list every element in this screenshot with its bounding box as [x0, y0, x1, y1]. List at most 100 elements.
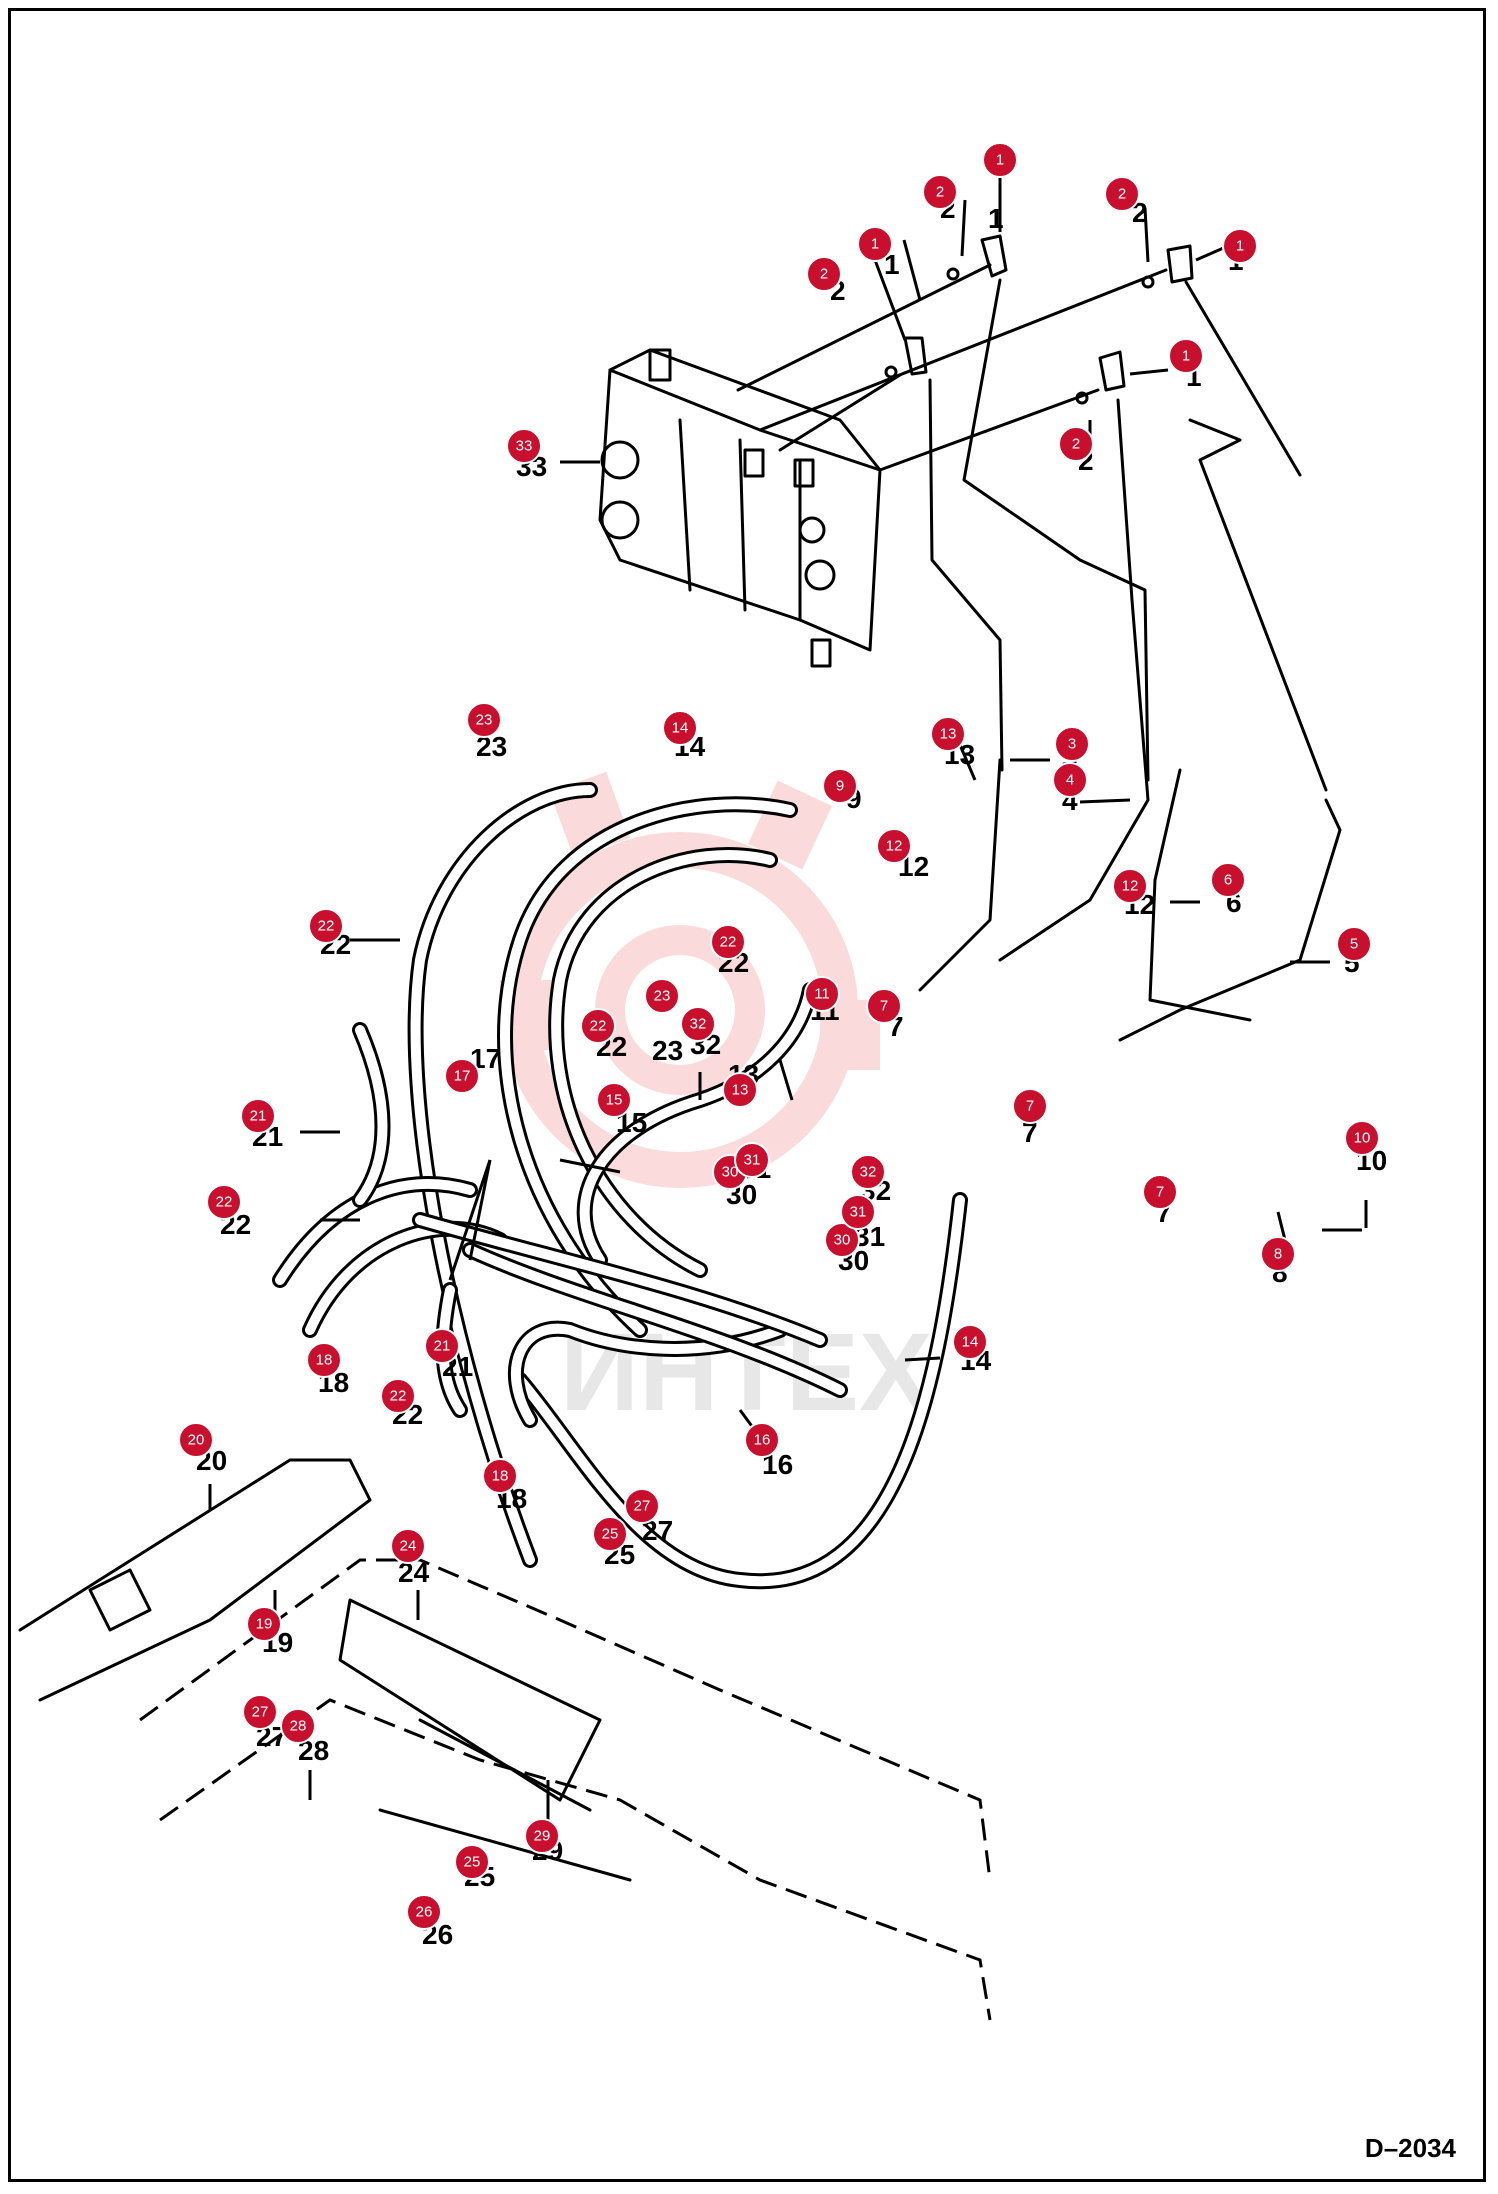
svg-text:2: 2 — [936, 184, 944, 201]
callout-26[interactable]: 26 — [406, 1894, 442, 1930]
callout-22[interactable]: 22 — [710, 924, 746, 960]
callout-31[interactable]: 31 — [734, 1142, 770, 1178]
diagram-frame — [8, 8, 1486, 2182]
svg-text:22: 22 — [216, 1194, 233, 1211]
callout-25[interactable]: 25 — [454, 1844, 490, 1880]
svg-text:16: 16 — [754, 1432, 771, 1449]
callout-14[interactable]: 14 — [952, 1324, 988, 1360]
assembly-lines — [736, 263, 1328, 792]
svg-text:28: 28 — [290, 1718, 307, 1735]
svg-text:3: 3 — [1068, 736, 1076, 753]
callout-9[interactable]: 9 — [822, 768, 858, 804]
drawing-id-label: D–2034 — [1364, 2133, 1456, 2163]
svg-text:5: 5 — [1350, 936, 1358, 953]
callout-5[interactable]: 5 — [1336, 926, 1372, 962]
svg-text:6: 6 — [1224, 872, 1232, 889]
svg-text:27: 27 — [252, 1704, 269, 1721]
callout-13[interactable]: 13 — [722, 1072, 758, 1108]
callout-32[interactable]: 32 — [850, 1154, 886, 1190]
callout-18[interactable]: 18 — [482, 1458, 518, 1494]
callout-3[interactable]: 3 — [1054, 726, 1090, 762]
callout-7[interactable]: 7 — [866, 988, 902, 1024]
svg-text:22: 22 — [720, 934, 737, 951]
callout-11[interactable]: 11 — [804, 976, 840, 1012]
svg-text:1: 1 — [1182, 348, 1190, 365]
callout-31[interactable]: 31 — [840, 1194, 876, 1230]
svg-text:11: 11 — [814, 986, 830, 1003]
callout-12[interactable]: 12 — [876, 828, 912, 864]
svg-text:12: 12 — [1122, 878, 1139, 895]
svg-text:13: 13 — [940, 726, 957, 743]
callout-7[interactable]: 7 — [1142, 1174, 1178, 1210]
callout-2[interactable]: 2 — [806, 256, 842, 292]
lower-assembly — [18, 1458, 992, 2021]
svg-text:13: 13 — [732, 1082, 749, 1099]
callout-27[interactable]: 27 — [242, 1694, 278, 1730]
callout-28[interactable]: 28 — [280, 1708, 316, 1744]
callout-24[interactable]: 24 — [390, 1528, 426, 1564]
callout-22[interactable]: 22 — [580, 1008, 616, 1044]
svg-text:25: 25 — [464, 1854, 481, 1871]
callouts: 1 1 1 1 2 2 2 2 3 4 5 6 7 7 7 8 9 10 11 … — [178, 142, 1380, 1930]
callout-20[interactable]: 20 — [178, 1422, 214, 1458]
svg-text:21: 21 — [250, 1108, 267, 1125]
svg-text:20: 20 — [188, 1432, 205, 1449]
svg-text:14: 14 — [672, 720, 689, 737]
callout-1[interactable]: 1 — [982, 142, 1018, 178]
callout-1[interactable]: 1 — [857, 226, 893, 262]
callout-10[interactable]: 10 — [1344, 1120, 1380, 1156]
callout-23[interactable]: 23 — [466, 702, 502, 738]
callout-1[interactable]: 1 — [1222, 228, 1258, 264]
callout-16[interactable]: 16 — [744, 1422, 780, 1458]
svg-text:17: 17 — [454, 1068, 471, 1085]
callout-29[interactable]: 29 — [524, 1818, 560, 1854]
callout-17[interactable]: 17 — [444, 1058, 480, 1094]
callout-7[interactable]: 7 — [1012, 1088, 1048, 1124]
svg-text:15: 15 — [606, 1092, 623, 1109]
callout-23[interactable]: 23 — [644, 978, 680, 1014]
svg-text:29: 29 — [534, 1828, 551, 1845]
callout-6[interactable]: 6 — [1210, 862, 1246, 898]
svg-text:8: 8 — [1274, 1246, 1282, 1263]
callout-22[interactable]: 22 — [308, 908, 344, 944]
callout-15[interactable]: 15 — [596, 1082, 632, 1118]
callout-19[interactable]: 19 — [246, 1606, 282, 1642]
callout-12[interactable]: 12 — [1112, 868, 1148, 904]
callout-21[interactable]: 21 — [424, 1328, 460, 1364]
callout-13[interactable]: 13 — [930, 716, 966, 752]
callout-8[interactable]: 8 — [1260, 1236, 1296, 1272]
svg-text:23: 23 — [654, 988, 671, 1005]
callout-33[interactable]: 33 — [506, 428, 542, 464]
callout-2[interactable]: 2 — [1104, 176, 1140, 212]
callout-22[interactable]: 22 — [380, 1378, 416, 1414]
callout-27[interactable]: 27 — [624, 1488, 660, 1524]
svg-text:32: 32 — [860, 1164, 877, 1181]
part-number-1: 1 — [988, 203, 1004, 234]
svg-text:7: 7 — [880, 998, 888, 1015]
callout-2[interactable]: 2 — [922, 174, 958, 210]
watermark-text: ИНТЕХ — [560, 1311, 932, 1434]
callout-14[interactable]: 14 — [662, 710, 698, 746]
part-number-7: 7 — [1022, 1117, 1038, 1148]
svg-text:30: 30 — [722, 1164, 739, 1181]
svg-text:12: 12 — [886, 838, 903, 855]
callout-32[interactable]: 32 — [680, 1006, 716, 1042]
callout-25[interactable]: 25 — [592, 1516, 628, 1552]
svg-text:7: 7 — [1156, 1184, 1164, 1201]
control-valve — [598, 348, 882, 668]
callout-21[interactable]: 21 — [240, 1098, 276, 1134]
svg-text:1: 1 — [871, 236, 879, 253]
svg-text:31: 31 — [850, 1204, 867, 1221]
svg-text:24: 24 — [400, 1538, 417, 1555]
svg-text:27: 27 — [634, 1498, 651, 1515]
callout-1[interactable]: 1 — [1168, 338, 1204, 374]
svg-text:9: 9 — [836, 778, 844, 795]
callout-30[interactable]: 30 — [824, 1222, 860, 1258]
callout-4[interactable]: 4 — [1052, 762, 1088, 798]
svg-text:18: 18 — [316, 1352, 333, 1369]
callout-18[interactable]: 18 — [306, 1342, 342, 1378]
callout-22[interactable]: 22 — [206, 1184, 242, 1220]
svg-text:2: 2 — [820, 266, 828, 283]
callout-2[interactable]: 2 — [1058, 426, 1094, 462]
